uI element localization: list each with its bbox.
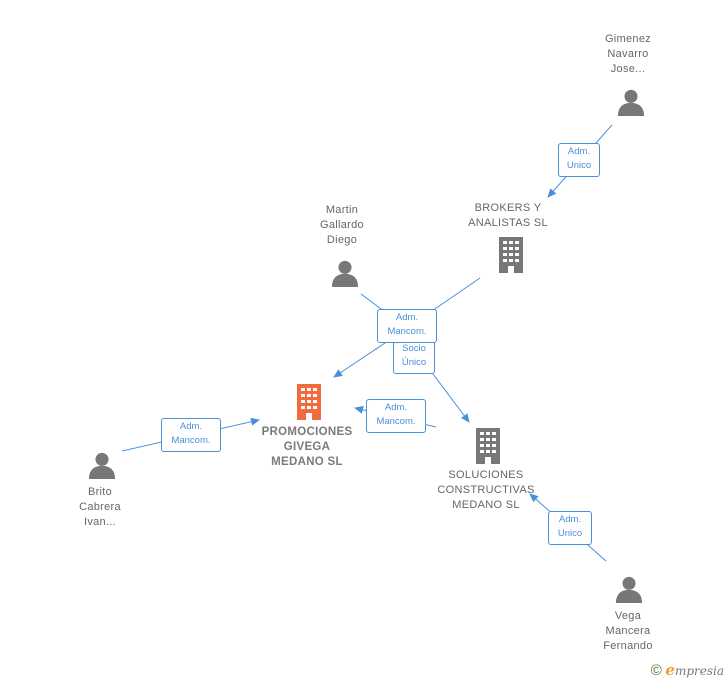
building-icon[interactable]	[476, 428, 500, 464]
person-icon[interactable]	[331, 260, 359, 287]
label-line: Cabrera	[79, 501, 121, 513]
label-line: GIVEGA	[283, 441, 331, 453]
edge-label-line: Adm.	[395, 312, 419, 323]
edge-label-martin-promociones[interactable]: Adm. Mancom.	[377, 309, 437, 343]
label-line: Gimenez	[604, 33, 652, 45]
label-line: BROKERS Y	[474, 202, 542, 214]
label-line: Navarro	[607, 48, 649, 60]
node-label-brito[interactable]: Brito Cabrera Ivan...	[62, 485, 138, 530]
label-line: SOLUCIONES	[448, 469, 524, 481]
edge-label-soluciones-promociones[interactable]: Adm. Mancom.	[366, 399, 426, 433]
node-label-vega[interactable]: Vega Mancera Fernando	[588, 609, 668, 654]
edge-label-line: Mancom.	[171, 435, 211, 446]
label-line: CONSTRUCTIVAS	[437, 484, 535, 496]
person-icon[interactable]	[615, 576, 643, 603]
edge-label-brokers-soluciones[interactable]: Socio Único	[393, 340, 435, 374]
label-line: Mancera	[605, 625, 651, 637]
person-icon[interactable]	[88, 452, 116, 479]
label-line: Gallardo	[320, 219, 364, 231]
edge-label-line: Mancom.	[376, 416, 416, 427]
building-icon[interactable]	[297, 384, 321, 420]
edge-label-line: Unico	[566, 160, 592, 171]
edge-label-line: Adm.	[558, 514, 582, 525]
label-line: MEDANO SL	[271, 456, 343, 468]
empresia-logo[interactable]: empresia	[665, 661, 724, 679]
node-label-promociones[interactable]: PROMOCIONES GIVEGA MEDANO SL	[247, 425, 367, 470]
edge-label-brito-promociones[interactable]: Adm. Mancom.	[161, 418, 221, 452]
edge-label-line: Mancom.	[387, 326, 427, 337]
edge-brokers-soluciones-arrow	[429, 369, 470, 423]
node-label-soluciones[interactable]: SOLUCIONES CONSTRUCTIVAS MEDANO SL	[423, 468, 549, 513]
label-line: Jose...	[610, 63, 646, 75]
edge-label-gimenez-brokers[interactable]: Adm. Unico	[558, 143, 600, 177]
label-line: PROMOCIONES	[261, 426, 353, 438]
label-line: Brito	[87, 486, 113, 498]
label-line: Fernando	[603, 640, 653, 652]
edge-label-line: Socio	[402, 343, 426, 354]
label-line: Ivan...	[83, 516, 117, 528]
edge-label-vega-soluciones[interactable]: Adm. Unico	[548, 511, 592, 545]
copyright-symbol: ©	[650, 662, 662, 679]
label-line: MEDANO SL	[452, 499, 520, 511]
edge-martin-promociones-arrow	[333, 340, 389, 378]
node-label-brokers[interactable]: BROKERS Y ANALISTAS SL	[448, 201, 568, 231]
edge-label-line: Adm.	[567, 146, 591, 157]
building-icon[interactable]	[499, 237, 523, 273]
edge-label-line: Único	[401, 357, 427, 368]
brand-rest: mpresia	[674, 664, 724, 678]
label-line: Vega	[614, 610, 642, 622]
edge-label-line: Adm.	[384, 402, 408, 413]
footer-brand: © empresia	[651, 661, 724, 679]
person-icon[interactable]	[617, 89, 645, 116]
label-line: Diego	[326, 234, 358, 246]
edge-label-line: Adm.	[179, 421, 203, 432]
node-label-gimenez[interactable]: Gimenez Navarro Jose...	[588, 32, 668, 77]
edge-label-line: Unico	[557, 528, 583, 539]
node-label-martin[interactable]: Martin Gallardo Diego	[302, 203, 382, 248]
label-line: Martin	[325, 204, 359, 216]
label-line: ANALISTAS SL	[468, 217, 548, 229]
brand-initial: e	[665, 661, 675, 679]
